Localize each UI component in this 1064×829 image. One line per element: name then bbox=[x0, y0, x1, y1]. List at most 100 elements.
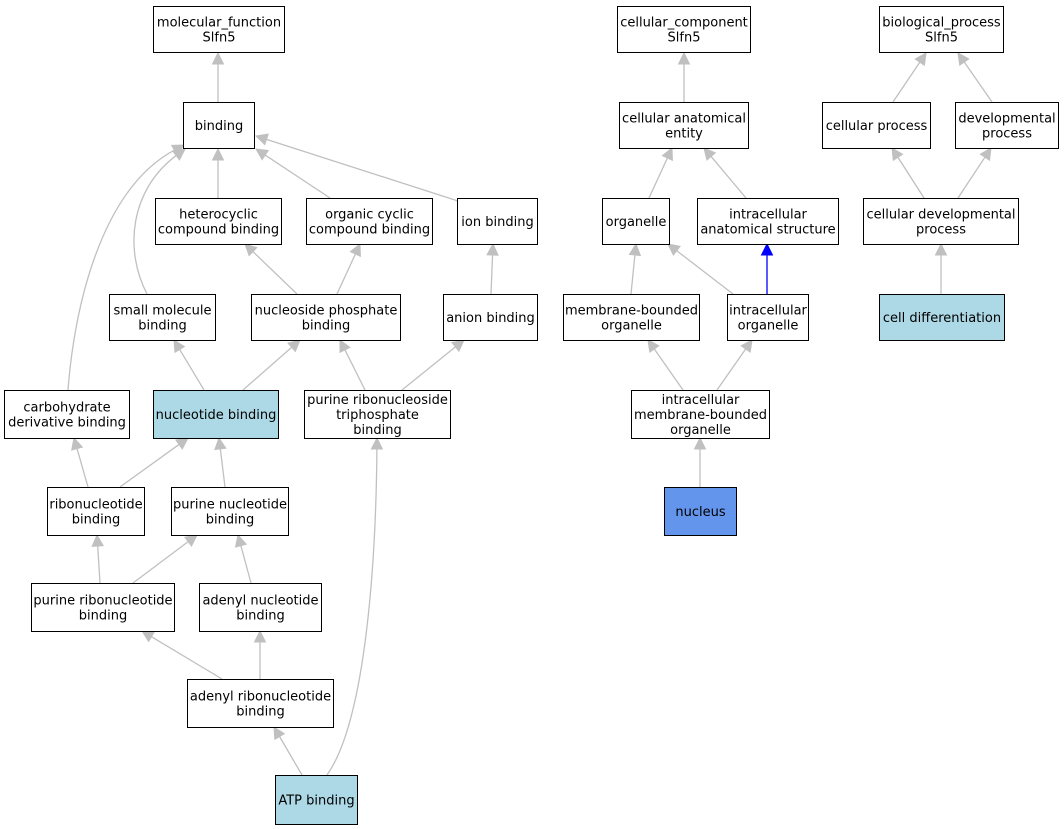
edge-ribonucleotide-binding-to-nucleotide-binding bbox=[119, 437, 189, 488]
edge-line bbox=[252, 251, 298, 295]
edge-line bbox=[132, 541, 189, 584]
node-box bbox=[602, 198, 670, 245]
node-nucleotide-binding[interactable]: nucleotide binding bbox=[153, 390, 279, 439]
edge-organic-cyclic-compound-binding-to-binding bbox=[255, 148, 331, 199]
node-organelle[interactable]: organelle bbox=[602, 198, 670, 245]
edge-line bbox=[676, 250, 734, 295]
edge-adenyl-ribonucleotide-binding-to-purine-ribonucleotide-binding bbox=[141, 630, 223, 680]
edge-arrowhead bbox=[891, 147, 904, 162]
edge-nucleoside-phosphate-binding-to-heterocyclic-compound-binding bbox=[244, 243, 298, 295]
edge-organelle-to-cellular-anatomical-entity bbox=[648, 146, 673, 199]
edge-arrowhead bbox=[667, 243, 681, 257]
node-label: ion binding bbox=[461, 215, 533, 230]
edge-intracellular-organelle-to-organelle bbox=[667, 243, 734, 295]
edge-line bbox=[133, 155, 177, 295]
edge-arrowhead bbox=[253, 629, 267, 643]
node-label: Slfn5 bbox=[668, 31, 701, 46]
node-label: ribonucleotide bbox=[49, 498, 142, 513]
node-binding[interactable]: binding bbox=[183, 102, 255, 149]
edge-line bbox=[67, 149, 175, 391]
edges-layer bbox=[67, 51, 993, 776]
edge-line bbox=[344, 349, 366, 391]
edge-arrowhead bbox=[661, 146, 673, 162]
node-label: purine ribonucleotide bbox=[33, 594, 172, 609]
edge-ribonucleotide-binding-to-carbohydrate-derivative-binding bbox=[71, 436, 89, 488]
node-box bbox=[47, 487, 145, 536]
node-box bbox=[879, 6, 1004, 53]
node-atp-binding[interactable]: ATP binding bbox=[275, 775, 358, 825]
edge-arrowhead bbox=[703, 147, 717, 161]
node-label: binding bbox=[79, 609, 127, 624]
edge-cellular-developmental-process-to-developmental-process bbox=[957, 147, 992, 199]
node-box bbox=[631, 390, 770, 439]
node-label: derivative binding bbox=[8, 416, 126, 431]
edge-arrowhead bbox=[173, 339, 186, 354]
edge-line bbox=[892, 61, 921, 103]
edge-line bbox=[266, 138, 459, 202]
node-box bbox=[617, 6, 751, 53]
edge-arrowhead bbox=[957, 52, 970, 67]
node-label: binding bbox=[138, 319, 186, 334]
node-ion-binding[interactable]: ion binding bbox=[457, 198, 538, 245]
node-box bbox=[822, 102, 931, 149]
node-label: compound binding bbox=[158, 223, 279, 238]
node-label: nucleus bbox=[675, 505, 725, 520]
node-label: cellular process bbox=[826, 119, 928, 134]
edge-arrowhead bbox=[934, 242, 948, 256]
edge-arrowhead bbox=[234, 533, 248, 548]
node-label: anion binding bbox=[446, 311, 535, 326]
edge-arrowhead bbox=[914, 52, 927, 67]
node-box bbox=[4, 390, 130, 439]
edge-arrowhead bbox=[979, 147, 992, 162]
edge-cellular-developmental-process-to-cellular-process bbox=[891, 147, 925, 199]
node-label: binding bbox=[195, 119, 243, 134]
node-label: heterocyclic bbox=[179, 208, 258, 223]
node-label: biological_process bbox=[882, 16, 1001, 31]
node-label: purine ribonucleoside bbox=[307, 393, 448, 408]
edge-arrowhead bbox=[693, 436, 707, 450]
edge-line bbox=[490, 254, 494, 295]
node-cellular-process[interactable]: cellular process bbox=[822, 102, 931, 149]
node-nucleus[interactable]: nucleus bbox=[664, 487, 737, 536]
edge-arrowhead bbox=[184, 534, 198, 547]
edge-line bbox=[179, 349, 205, 391]
node-label: intracellular bbox=[729, 304, 807, 319]
node-anion-binding[interactable]: anion binding bbox=[443, 294, 538, 341]
node-cell-differentiation[interactable]: cell differentiation bbox=[879, 294, 1005, 341]
node-label: compound binding bbox=[309, 223, 430, 238]
node-box bbox=[955, 102, 1059, 149]
edge-arrowhead bbox=[174, 437, 189, 450]
node-box bbox=[31, 583, 175, 632]
edge-arrowhead bbox=[211, 147, 225, 161]
edge-line bbox=[326, 448, 378, 776]
edge-carbohydrate-derivative-binding-to-binding bbox=[67, 144, 185, 391]
node-label: cell differentiation bbox=[883, 311, 1001, 326]
node-label: entity bbox=[665, 127, 703, 142]
edge-intracellular-anatomical-structure-to-cellular-anatomical-entity bbox=[703, 147, 747, 199]
edge-line bbox=[648, 157, 668, 199]
node-label: anatomical structure bbox=[700, 223, 835, 238]
edge-arrowhead bbox=[273, 726, 286, 741]
